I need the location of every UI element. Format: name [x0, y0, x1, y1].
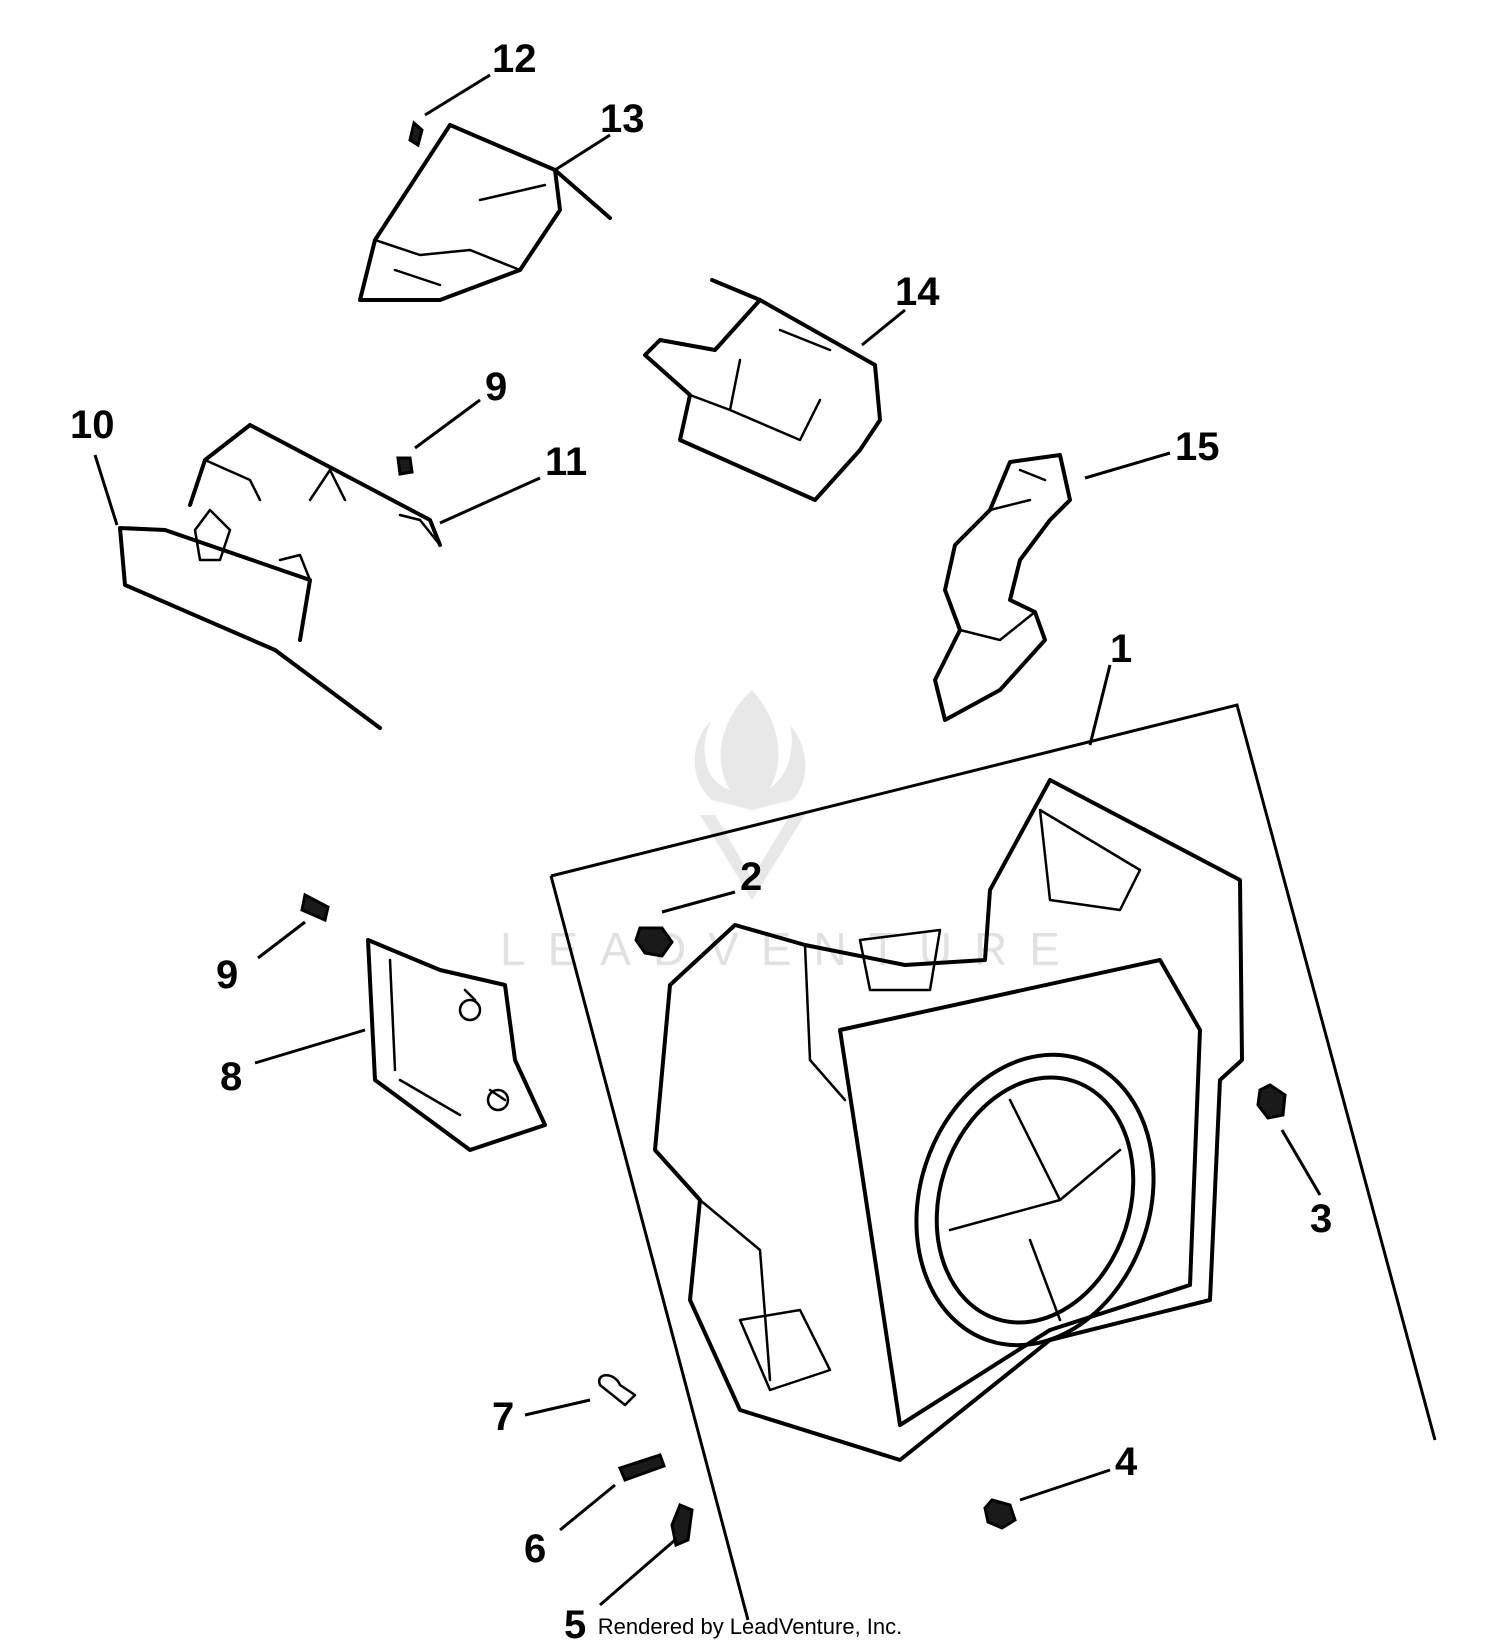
callout-5: 5 — [564, 1603, 586, 1647]
callout-9a: 9 — [485, 365, 507, 409]
callout-6: 6 — [524, 1527, 546, 1571]
callout-12: 12 — [492, 37, 537, 81]
callout-11: 11 — [545, 440, 587, 484]
part-14-baffle — [643, 278, 882, 502]
callout-3: 3 — [1310, 1197, 1332, 1241]
part-3-nut — [1256, 1083, 1287, 1120]
callout-10: 10 — [70, 403, 115, 447]
callout-2: 2 — [740, 855, 762, 899]
callout-1: 1 — [1110, 627, 1132, 671]
callout-4: 4 — [1115, 1440, 1138, 1484]
watermark-text: LEADVENTURE — [500, 923, 1082, 975]
flame-logo-icon — [694, 690, 806, 810]
callout-9b: 9 — [216, 953, 238, 997]
leader-15 — [1084, 451, 1171, 480]
part-7-clip — [597, 1374, 637, 1407]
part-9-screw-lower — [300, 892, 330, 923]
leader-9a — [414, 398, 481, 450]
part-9-screw-upper — [396, 456, 414, 476]
part-5-clip — [670, 1503, 694, 1548]
part-11-clip — [398, 513, 442, 547]
leader-6 — [559, 1483, 616, 1532]
leader-8 — [254, 1028, 366, 1065]
leader-4 — [1019, 1468, 1111, 1502]
leader-11 — [439, 476, 541, 525]
part-13-baffle — [358, 123, 612, 302]
v-logo-icon — [700, 815, 805, 900]
callout-14: 14 — [895, 270, 940, 314]
part-8-bracket — [366, 938, 547, 1152]
part-4-nut — [983, 1498, 1017, 1530]
leader-lines — [93, 73, 1322, 1607]
leader-13 — [554, 133, 611, 172]
leader-10 — [93, 454, 119, 526]
leader-2 — [661, 890, 736, 914]
leader-9b — [257, 920, 306, 960]
leader-7 — [524, 1398, 591, 1417]
assembly-box — [549, 703, 1437, 1621]
part-2-nut — [634, 926, 674, 958]
leader-3 — [1280, 1129, 1322, 1196]
callout-15: 15 — [1175, 425, 1220, 469]
render-credit: Rendered by LeadVenture, Inc. — [597, 1614, 903, 1639]
part-12-screw — [408, 120, 424, 148]
leader-1 — [1088, 664, 1112, 746]
part-10-baffle — [118, 423, 442, 730]
part-6-spacer — [617, 1453, 666, 1482]
callout-13: 13 — [600, 97, 645, 141]
callout-8: 8 — [220, 1055, 242, 1099]
callout-7: 7 — [492, 1395, 514, 1439]
leader-12 — [424, 73, 491, 117]
part-1-blower-housing — [653, 778, 1244, 1462]
callout-numbers: 1 2 3 4 5 6 7 8 9 9 10 11 12 13 14 15 — [70, 37, 1332, 1647]
leader-5 — [599, 1538, 676, 1607]
watermark: LEADVENTURE — [500, 690, 1082, 975]
part-15-bracket — [933, 453, 1072, 722]
leader-14 — [861, 308, 906, 347]
